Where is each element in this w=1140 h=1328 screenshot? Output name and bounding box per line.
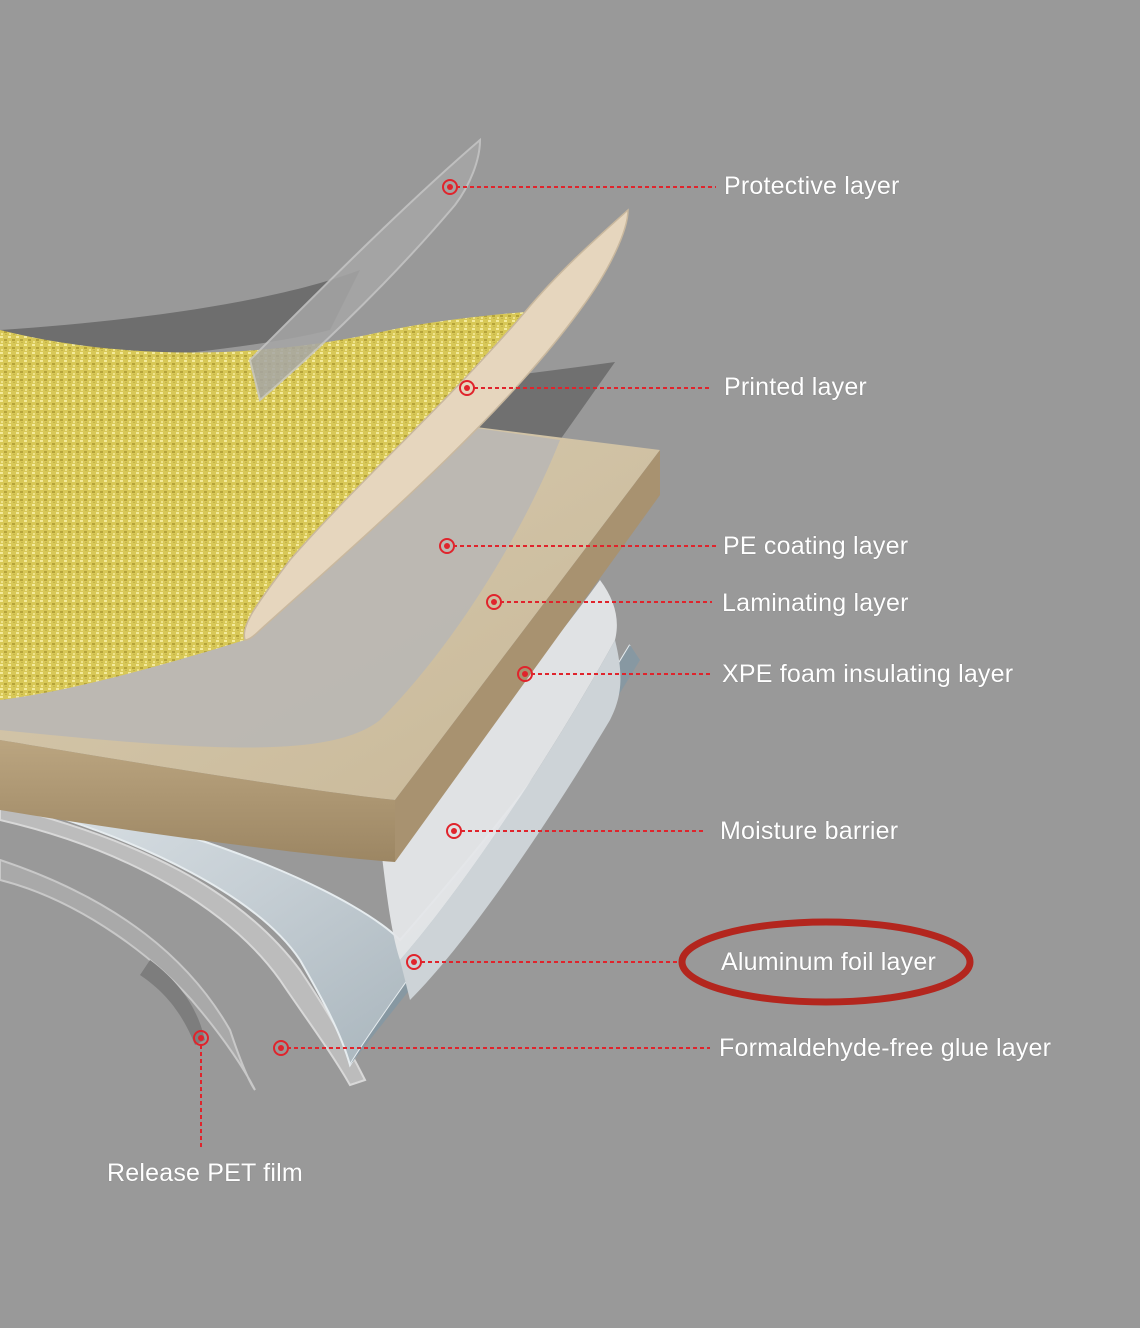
leader-lines <box>200 186 716 1150</box>
glue-layer-shape <box>0 803 367 1087</box>
label-printed-layer: Printed layer <box>724 373 867 401</box>
shadow-band-upper <box>0 270 360 370</box>
label-pe-coating-layer: PE coating layer <box>723 532 909 560</box>
dot-aluminum <box>406 954 422 970</box>
moisture-barrier-shape <box>380 580 621 1000</box>
label-protective-layer: Protective layer <box>724 172 900 200</box>
label-release-pet-film: Release PET film <box>107 1159 303 1187</box>
dot-protective <box>442 179 458 195</box>
dot-moisture <box>446 823 462 839</box>
callout-dots <box>193 179 533 1056</box>
highlight-ellipse <box>678 918 974 1006</box>
printed-layer-shape <box>0 208 629 700</box>
dot-pe-coating <box>439 538 455 554</box>
label-moisture-barrier: Moisture barrier <box>720 817 899 845</box>
dot-printed <box>459 380 475 396</box>
dot-release-pet <box>193 1030 209 1046</box>
label-glue-layer: Formaldehyde-free glue layer <box>719 1034 1052 1062</box>
dot-laminating <box>486 594 502 610</box>
label-xpe-foam-layer: XPE foam insulating layer <box>722 660 1014 688</box>
label-aluminum-foil-layer: Aluminum foil layer <box>721 948 936 976</box>
label-laminating-layer: Laminating layer <box>722 589 909 617</box>
dot-xpe-foam <box>517 666 533 682</box>
protective-layer-shape <box>248 137 482 402</box>
release-pet-film-shape <box>0 858 256 1091</box>
dot-glue <box>273 1040 289 1056</box>
